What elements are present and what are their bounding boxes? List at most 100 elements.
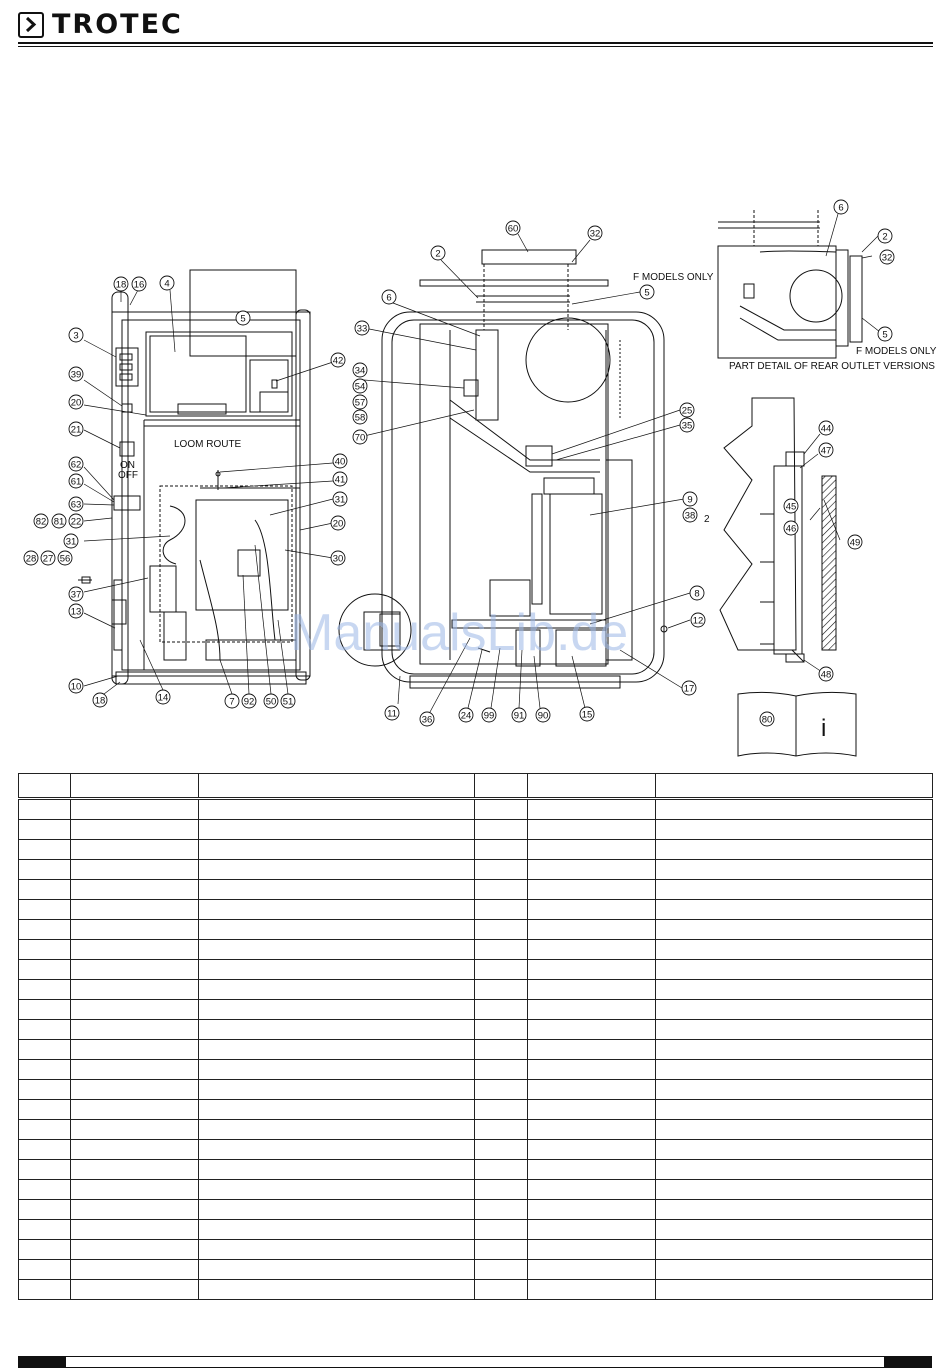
callout-7: 7 — [224, 693, 240, 709]
manual-book-drawing — [737, 691, 857, 757]
svg-text:44: 44 — [821, 424, 832, 435]
part-detail-caption: PART DETAIL OF REAR OUTLET VERSIONS — [729, 361, 935, 372]
callout-9: 9 — [682, 491, 698, 507]
callout-33: 33 — [354, 320, 370, 336]
footer-block-right — [884, 1356, 932, 1368]
svg-text:6: 6 — [838, 203, 843, 214]
table-cell — [527, 798, 656, 820]
table-cell — [18, 1199, 71, 1220]
f-models-only-label: F MODELS ONLY — [633, 272, 714, 283]
table-cell — [70, 859, 199, 880]
callout-35: 35 — [679, 417, 695, 433]
table-cell — [18, 879, 71, 900]
table-cell — [198, 899, 475, 920]
callout-2b: 2 — [877, 228, 893, 244]
rear-outlet-detail-drawing — [717, 210, 863, 359]
table-row — [18, 1139, 933, 1160]
callout-47: 47 — [818, 442, 834, 458]
svg-text:38: 38 — [685, 511, 696, 522]
table-cell — [70, 798, 199, 820]
panel-detail-drawing — [719, 397, 837, 663]
info-icon: i — [821, 715, 826, 742]
callout-8: 8 — [689, 585, 705, 601]
table-cell — [474, 859, 528, 880]
loom-route-label: LOOM ROUTE — [174, 439, 242, 450]
svg-text:58: 58 — [355, 413, 366, 424]
svg-text:61: 61 — [71, 477, 82, 488]
svg-text:12: 12 — [693, 616, 704, 627]
table-cell — [655, 899, 933, 920]
svg-text:92: 92 — [244, 697, 255, 708]
table-cell — [18, 1039, 71, 1060]
table-cell — [70, 819, 199, 840]
svg-text:82: 82 — [36, 517, 47, 528]
callout-49: 49 — [847, 534, 863, 550]
svg-text:9: 9 — [687, 495, 692, 506]
callout-3: 3 — [68, 327, 84, 343]
table-cell — [198, 1179, 475, 1200]
callout-60: 60 — [505, 220, 521, 236]
callout-27: 27 — [40, 550, 56, 566]
callout-36: 36 — [419, 711, 435, 727]
svg-text:80: 80 — [762, 715, 773, 726]
svg-text:24: 24 — [461, 711, 472, 722]
callout-2a: 2 — [430, 245, 446, 261]
table-cell — [655, 798, 933, 820]
table-cell — [18, 1219, 71, 1240]
table-cell — [70, 899, 199, 920]
table-cell — [655, 1219, 933, 1240]
svg-text:48: 48 — [821, 670, 832, 681]
table-cell — [655, 859, 933, 880]
callout-70: 70 — [352, 429, 368, 445]
table-row — [18, 899, 933, 920]
parts-table-body — [18, 798, 933, 1300]
table-cell — [18, 979, 71, 1000]
callout-12: 12 — [690, 612, 706, 628]
table-cell — [18, 899, 71, 920]
svg-text:40: 40 — [335, 457, 346, 468]
table-cell — [527, 839, 656, 860]
table-row — [18, 939, 933, 960]
table-cell — [655, 1079, 933, 1100]
table-cell — [655, 1039, 933, 1060]
table-cell — [198, 819, 475, 840]
table-cell — [527, 1159, 656, 1180]
svg-text:81: 81 — [54, 517, 65, 528]
table-row — [18, 859, 933, 880]
table-row — [18, 798, 933, 820]
table-cell — [527, 879, 656, 900]
callout-17: 17 — [681, 680, 697, 696]
table-cell — [655, 1179, 933, 1200]
svg-text:39: 39 — [71, 370, 82, 381]
table-row — [18, 1179, 933, 1200]
table-cell — [198, 959, 475, 980]
table-cell — [655, 979, 933, 1000]
table-cell — [70, 1159, 199, 1180]
table-cell — [18, 919, 71, 940]
callout-markers: 18 16 4 5 3 42 39 20 21 40 62 41 61 31 6… — [23, 199, 895, 727]
table-cell — [474, 1199, 528, 1220]
table-cell — [198, 1199, 475, 1220]
svg-text:5: 5 — [644, 288, 649, 299]
svg-text:49: 49 — [850, 538, 861, 549]
table-cell — [198, 1079, 475, 1100]
svg-text:11: 11 — [387, 709, 397, 720]
callout-57: 57 — [352, 394, 368, 410]
switch-on-label: ON — [120, 460, 135, 471]
table-cell — [70, 1079, 199, 1100]
svg-text:42: 42 — [333, 356, 344, 367]
table-cell — [474, 879, 528, 900]
svg-text:32: 32 — [590, 229, 601, 240]
table-cell — [655, 1099, 933, 1120]
svg-text:54: 54 — [355, 382, 366, 393]
callout-90: 90 — [535, 707, 551, 723]
svg-text:17: 17 — [684, 684, 695, 695]
table-cell — [198, 1259, 475, 1280]
table-cell — [527, 1079, 656, 1100]
callout-18a: 18 — [113, 276, 129, 292]
callout-20b: 20 — [330, 515, 346, 531]
table-cell — [474, 979, 528, 1000]
table-cell — [655, 939, 933, 960]
table-cell — [474, 1059, 528, 1080]
table-cell — [655, 1119, 933, 1140]
